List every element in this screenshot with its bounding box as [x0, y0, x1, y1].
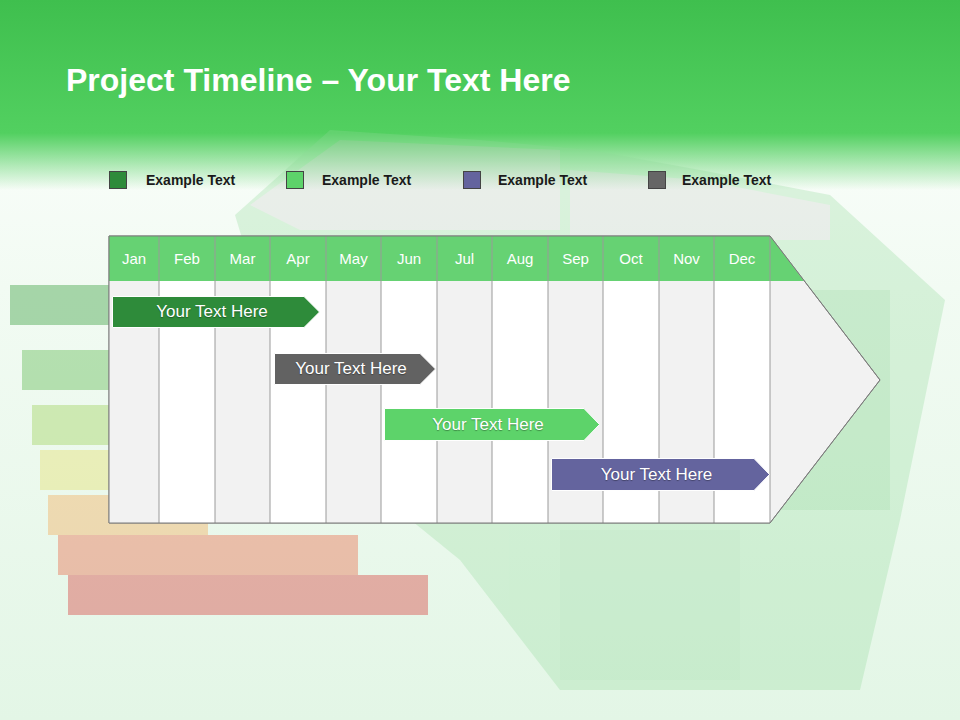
month-label: Apr — [270, 250, 326, 267]
month-label: Jun — [381, 250, 437, 267]
bar-arrow — [275, 354, 436, 385]
legend-swatch — [109, 171, 127, 189]
column-divider — [492, 236, 493, 523]
column-divider — [437, 236, 438, 523]
bar-text: Your Text Here — [432, 415, 544, 435]
month-column — [381, 281, 437, 523]
column-divider — [770, 236, 771, 523]
legend-text: Example Text — [146, 172, 235, 188]
month-label: Jul — [437, 250, 492, 267]
column-divider — [548, 236, 549, 523]
month-column — [437, 281, 492, 523]
timeline-bar: Your Text Here — [274, 353, 436, 385]
legend-swatch — [648, 171, 666, 189]
month-label: Aug — [492, 250, 548, 267]
legend-text: Example Text — [322, 172, 411, 188]
legend-swatch — [463, 171, 481, 189]
month-label: Sep — [548, 250, 603, 267]
month-label: Oct — [603, 250, 659, 267]
bar-arrow — [113, 297, 320, 328]
timeline-bar: Your Text Here — [384, 408, 600, 441]
column-divider — [159, 236, 160, 523]
bar-arrow — [385, 409, 600, 441]
month-column — [326, 281, 381, 523]
month-label: Nov — [659, 250, 714, 267]
legend-text: Example Text — [682, 172, 771, 188]
timeline-frame — [109, 236, 880, 523]
timeline-bar: Your Text Here — [112, 296, 320, 328]
legend-text: Example Text — [498, 172, 587, 188]
month-label: May — [326, 250, 381, 267]
bar-text: Your Text Here — [295, 359, 407, 379]
timeline-bar: Your Text Here — [551, 458, 770, 491]
column-divider — [270, 236, 271, 523]
column-divider — [215, 236, 216, 523]
bar-text: Your Text Here — [601, 465, 713, 485]
month-column — [492, 281, 548, 523]
legend-swatch — [286, 171, 304, 189]
month-label: Mar — [215, 250, 270, 267]
slide-title: Project Timeline – Your Text Here — [66, 62, 570, 99]
month-label: Jan — [109, 250, 159, 267]
month-label: Dec — [714, 250, 770, 267]
bar-text: Your Text Here — [156, 302, 268, 322]
month-label: Feb — [159, 250, 215, 267]
bar-arrow — [552, 459, 770, 491]
